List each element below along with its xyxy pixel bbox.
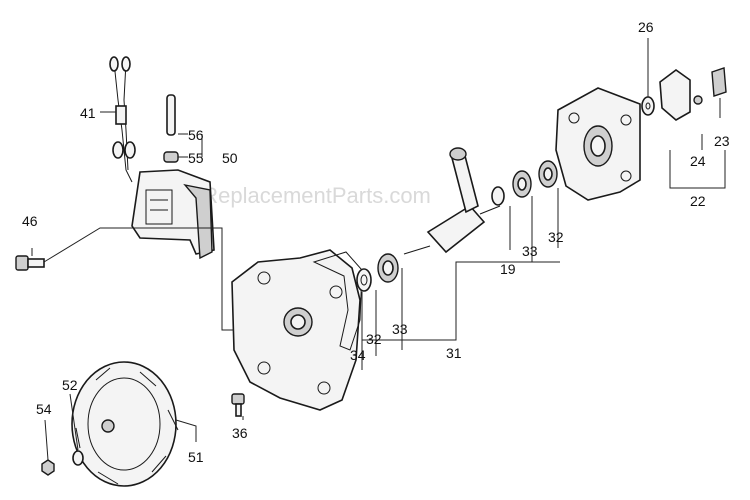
bolt-36-part <box>231 393 245 417</box>
bearing-right-part <box>512 160 558 198</box>
crankcase-right-part <box>555 87 641 201</box>
callout-50: 50 <box>222 150 238 166</box>
nut-54-part <box>41 459 55 476</box>
callout-19: 19 <box>500 261 516 277</box>
terminal-pin-part <box>163 94 179 163</box>
callout-24: 24 <box>690 153 706 169</box>
bearing-left-part <box>377 253 399 283</box>
pickup-assembly-part <box>659 67 727 121</box>
callout-23: 23 <box>714 133 730 149</box>
washer-26-part <box>641 96 655 116</box>
bolt-46-part <box>15 255 45 271</box>
callout-46: 46 <box>22 213 38 229</box>
seal-19-part <box>491 186 505 206</box>
leader-lines <box>31 38 726 461</box>
callout-52: 52 <box>62 377 78 393</box>
crankcase-left-part <box>231 249 361 411</box>
callout-33-left: 33 <box>392 321 408 337</box>
callout-26: 26 <box>638 19 654 35</box>
crankshaft-part <box>403 147 501 255</box>
callout-55: 55 <box>188 150 204 166</box>
callout-33-right: 33 <box>522 243 538 259</box>
callout-36: 36 <box>232 425 248 441</box>
callout-32-right: 32 <box>548 229 564 245</box>
gasket-part <box>312 251 363 351</box>
seal-34-part <box>356 268 372 292</box>
flywheel-part <box>71 361 179 487</box>
callout-51: 51 <box>188 449 204 465</box>
callout-56: 56 <box>188 127 204 143</box>
ignition-coil-part <box>131 169 215 260</box>
callout-54: 54 <box>36 401 52 417</box>
callout-31: 31 <box>446 345 462 361</box>
wire-lead-part <box>109 56 136 183</box>
callout-41: 41 <box>80 105 96 121</box>
watermark-text: eReplacementParts.com <box>190 183 431 208</box>
washer-52-part <box>72 450 84 466</box>
callout-22: 22 <box>690 193 706 209</box>
callout-32-left: 32 <box>366 331 382 347</box>
callout-34: 34 <box>350 347 366 363</box>
